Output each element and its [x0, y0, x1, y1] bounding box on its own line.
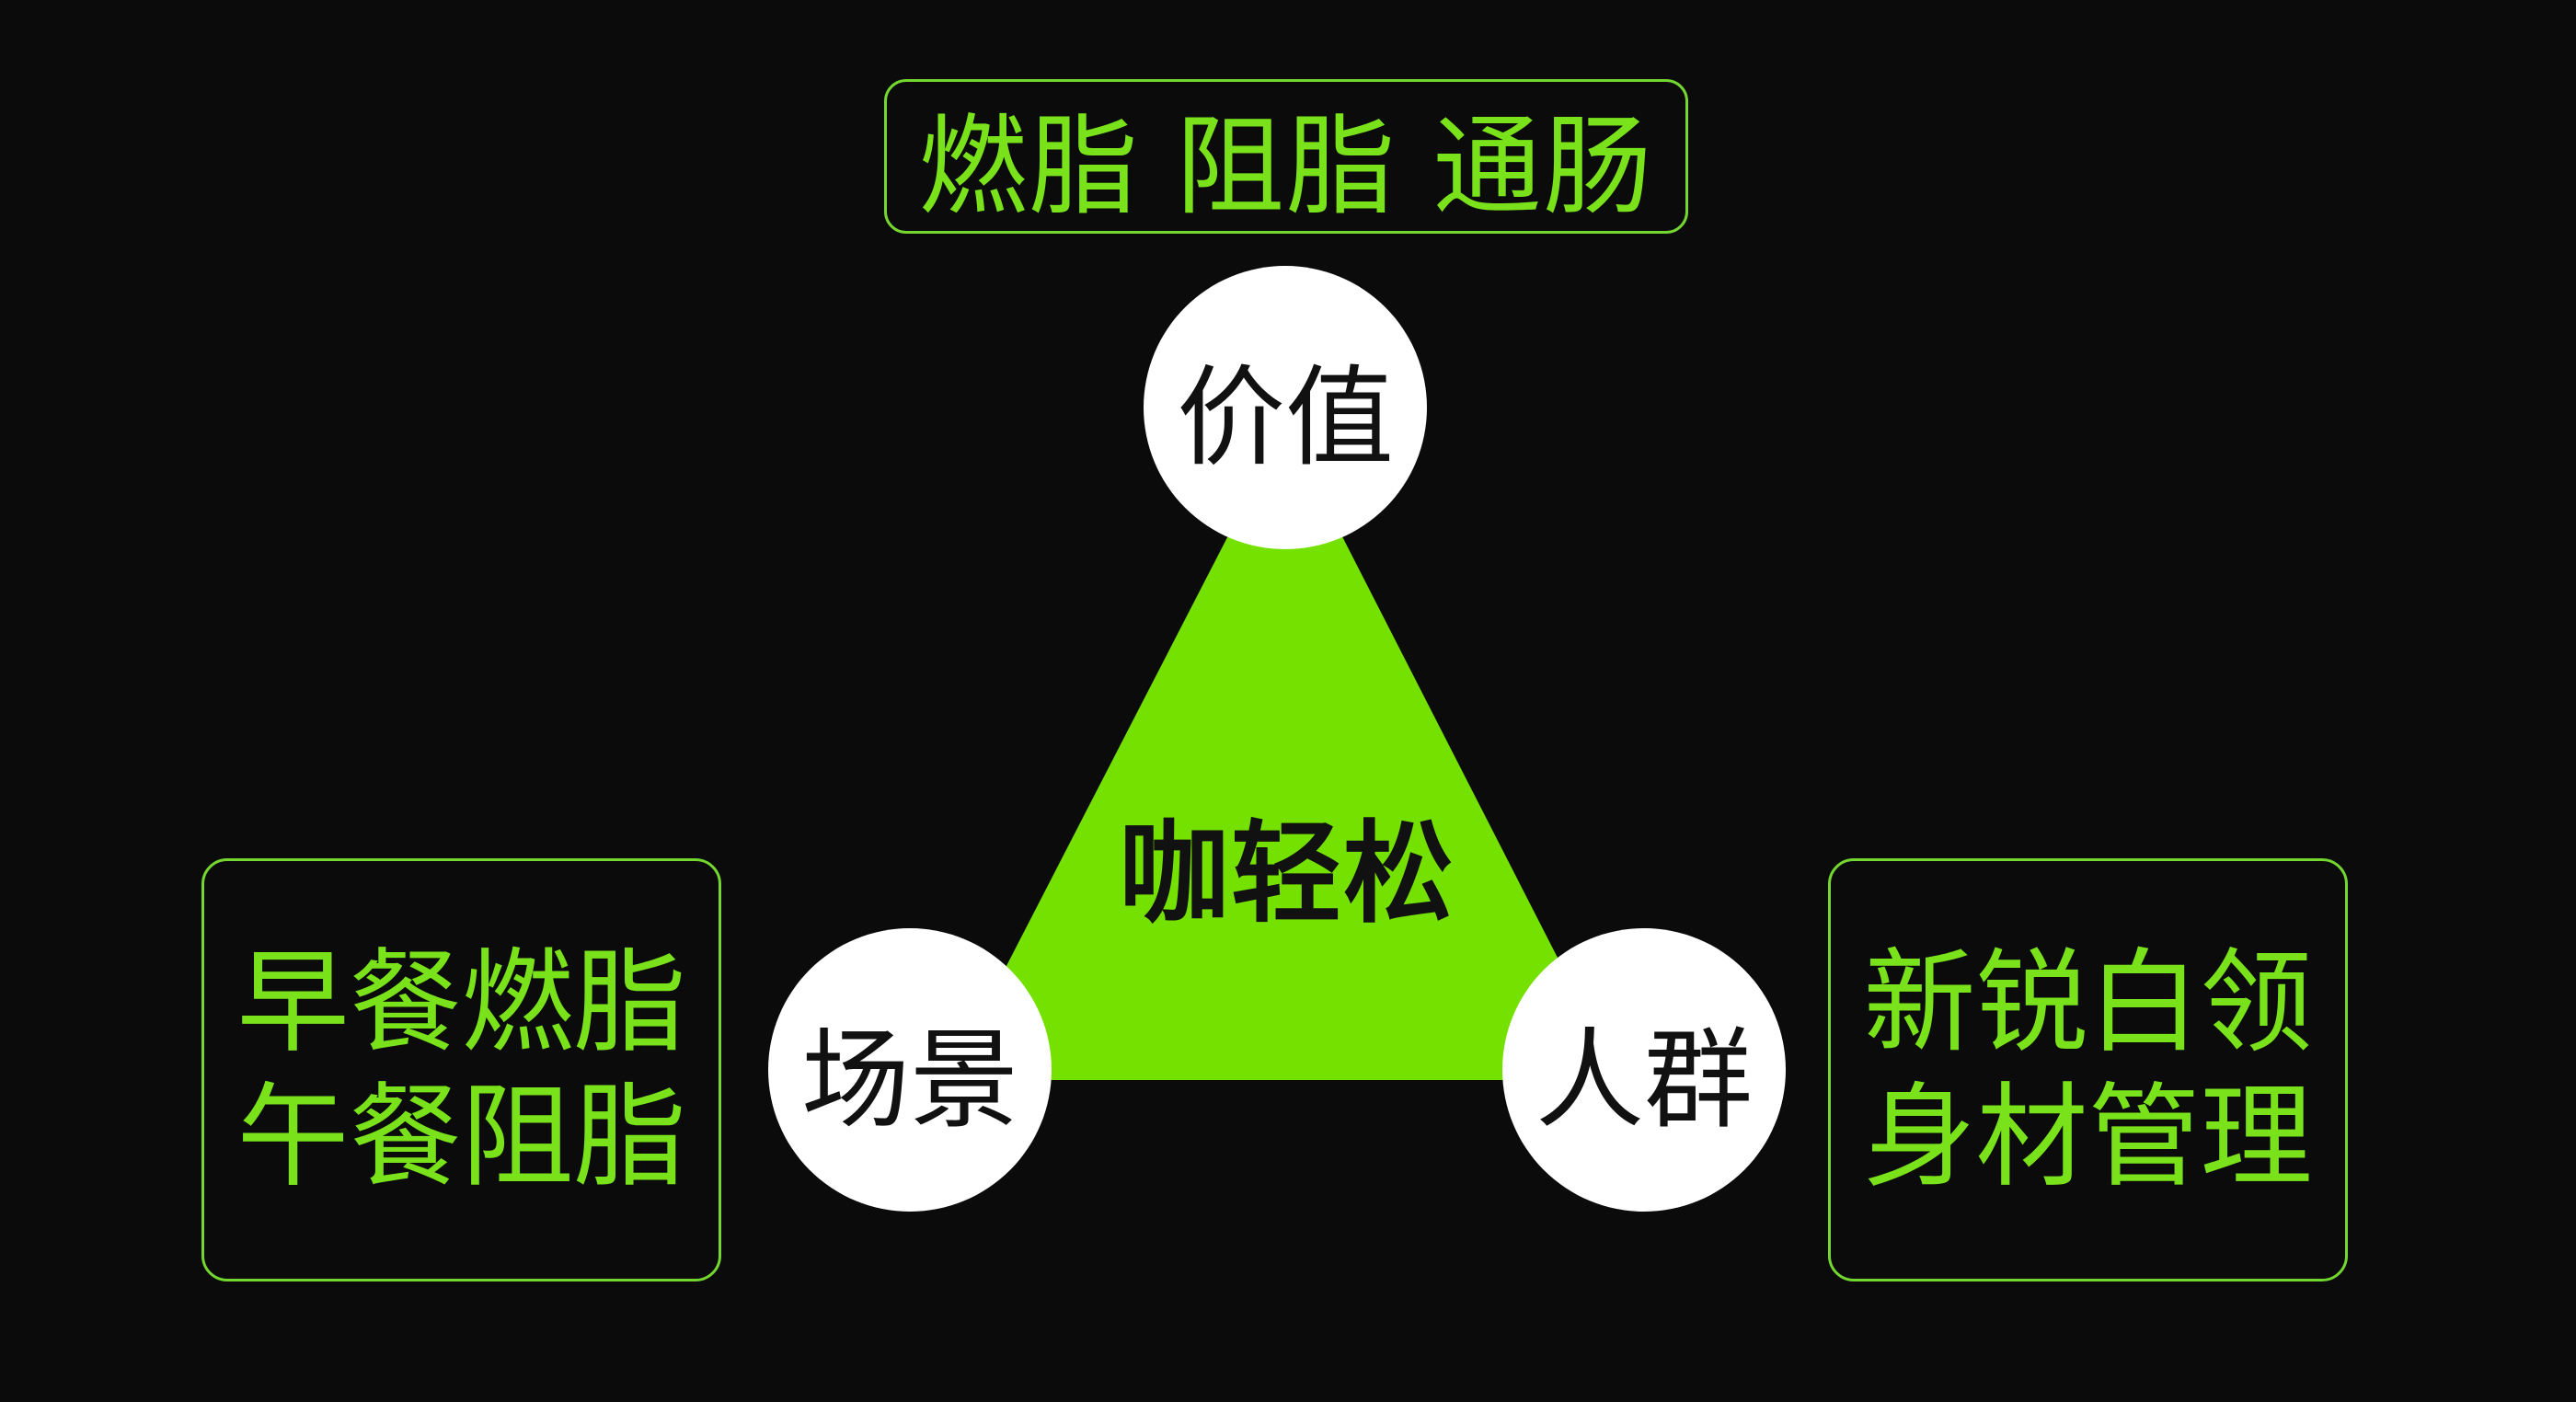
value-node: 价值	[1144, 266, 1427, 549]
brand-label: 咖轻松	[1119, 810, 1455, 938]
scene-node-label: 场景	[800, 1016, 1018, 1143]
audience-description-line-1: 新锐白领	[1863, 937, 2313, 1068]
value-description-text: 燃脂 阻脂 通肠	[918, 102, 1654, 230]
audience-node-label: 人群	[1535, 1016, 1753, 1143]
audience-description-line-2: 身材管理	[1863, 1072, 2313, 1202]
audience-node: 人群	[1502, 928, 1786, 1212]
scene-description-box: 早餐燃脂 午餐阻脂	[201, 858, 721, 1281]
value-node-label: 价值	[1176, 353, 1394, 481]
audience-description-box: 新锐白领 身材管理	[1828, 858, 2348, 1281]
scene-description-line-1: 早餐燃脂	[236, 937, 686, 1068]
scene-node: 场景	[768, 928, 1052, 1212]
scene-description-line-2: 午餐阻脂	[236, 1072, 686, 1202]
triangle-shape	[948, 425, 1620, 1080]
value-description-box: 燃脂 阻脂 通肠	[884, 79, 1688, 234]
